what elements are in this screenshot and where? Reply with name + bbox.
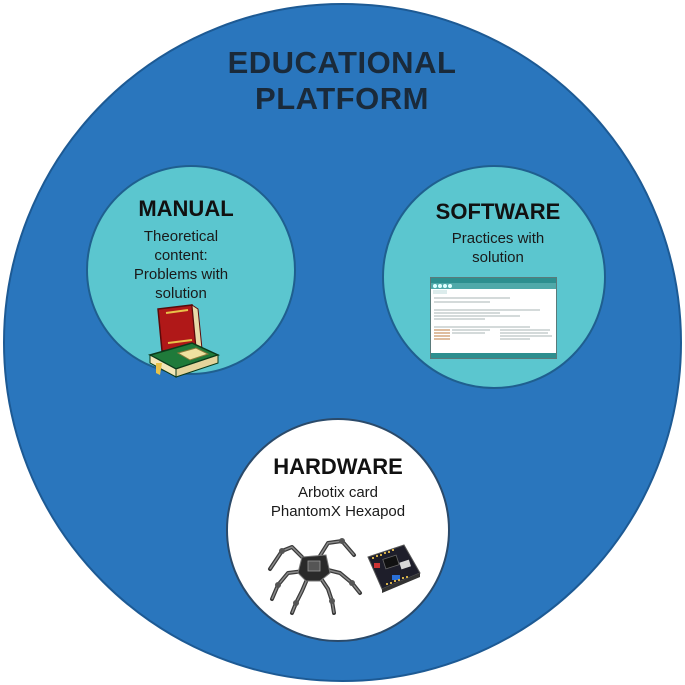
platform-title-line1: EDUCATIONAL [227, 45, 457, 80]
platform-title-line2: PLATFORM [255, 81, 429, 116]
manual-description: Theoretical content: Problems with solut… [106, 227, 256, 303]
hexapod-robot-image [268, 538, 362, 615]
manual-desc-line: Theoretical [143, 228, 219, 245]
arbotix-board-image [367, 544, 421, 593]
software-heading: SOFTWARE [435, 199, 561, 224]
software-description: Practices with solution [418, 229, 578, 267]
book-icon [148, 304, 220, 378]
hardware-desc-line: Arbotix card [297, 484, 379, 501]
manual-desc-line: solution [155, 285, 207, 302]
manual-desc-line: Problems with [133, 266, 229, 283]
hardware-desc-line: PhantomX Hexapod [270, 503, 406, 520]
platform-title: EDUCATIONAL PLATFORM [142, 45, 542, 117]
manual-heading: MANUAL [138, 196, 234, 221]
ide-screenshot [430, 277, 557, 359]
hardware-heading: HARDWARE [273, 454, 403, 479]
hardware-circle [226, 418, 450, 642]
software-desc-line: Practices with [451, 230, 545, 247]
manual-desc-line: content: [154, 247, 208, 264]
hardware-description: Arbotix card PhantomX Hexapod [238, 483, 438, 521]
software-desc-line: solution [472, 249, 524, 266]
